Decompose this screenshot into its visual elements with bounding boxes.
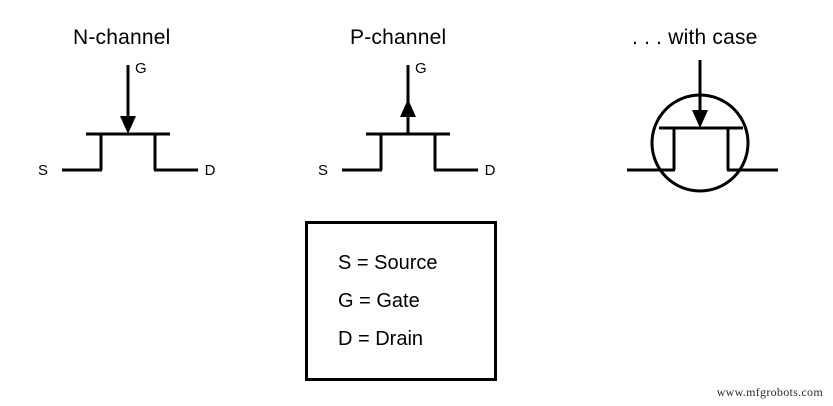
legend-line-gate: G = Gate [338, 290, 420, 312]
case-gate-arrowhead [692, 110, 708, 128]
legend-line-drain: D = Drain [338, 328, 424, 350]
n-source-label: S [38, 162, 48, 179]
p-channel-symbol: G S D [318, 60, 496, 179]
with-case-title: . . . with case [632, 26, 758, 49]
n-drain-label: D [205, 162, 216, 179]
p-gate-arrowhead [400, 99, 416, 117]
p-channel-title: P-channel [350, 26, 447, 49]
with-case-symbol [627, 60, 778, 193]
p-gate-label: G [415, 60, 427, 77]
p-source-label: S [318, 162, 328, 179]
n-gate-arrowhead [120, 116, 136, 134]
legend-line-source: S = Source [338, 252, 438, 274]
n-channel-symbol: G S D [38, 60, 216, 179]
terminal-legend-box: S = Source G = Gate D = Drain [305, 221, 497, 381]
watermark-url: www.mfgrobots.com [716, 385, 823, 399]
n-gate-label: G [135, 60, 147, 77]
n-channel-title: N-channel [73, 26, 171, 49]
p-drain-label: D [485, 162, 496, 179]
